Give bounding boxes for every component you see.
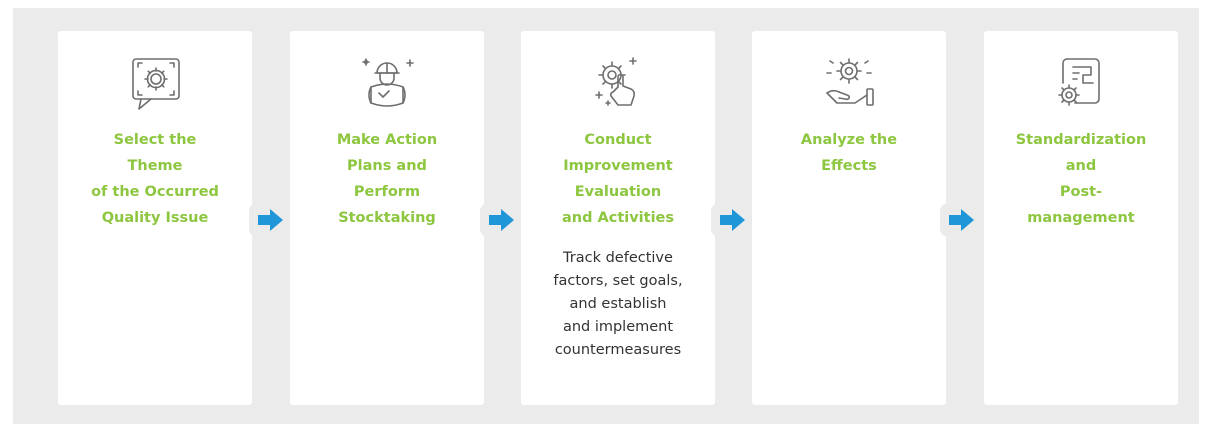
gear-hand-touch-icon <box>582 47 654 119</box>
arrow-right-icon <box>249 201 293 239</box>
step-title: Standardization and Post- management <box>1015 132 1147 226</box>
arrow-right-icon <box>480 201 524 239</box>
step-card-1: Select the Theme of the Occurred Quality… <box>58 31 252 405</box>
gear-in-hand-icon <box>813 47 885 119</box>
step-title: Analyze the Effects <box>800 132 898 174</box>
step-title: Make Action Plans and Perform Stocktakin… <box>336 132 438 226</box>
step-card-2: Make Action Plans and Perform Stocktakin… <box>290 31 484 405</box>
gear-speech-bubble-icon <box>119 47 191 119</box>
step-card-3: Conduct Improvement Evaluation and Activ… <box>521 31 715 405</box>
step-card-5: Standardization and Post- management <box>984 31 1178 405</box>
step-title: Conduct Improvement Evaluation and Activ… <box>561 132 675 226</box>
worker-with-blueprint-icon <box>351 47 423 119</box>
gears-document-icon <box>1045 47 1117 119</box>
arrow-right-icon <box>940 201 984 239</box>
step-card-4: Analyze the Effects <box>752 31 946 405</box>
arrow-right-icon <box>711 201 755 239</box>
step-description: Track defective factors, set goals, and … <box>553 250 683 358</box>
step-title: Select the Theme of the Occurred Quality… <box>91 132 219 226</box>
